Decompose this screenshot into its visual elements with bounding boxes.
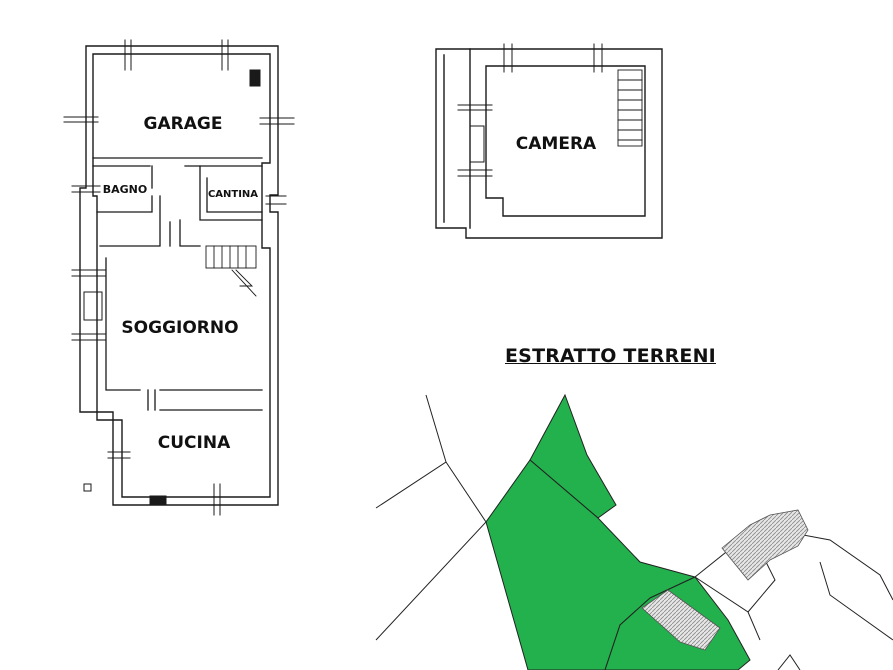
soggiorno-walls [105, 219, 263, 411]
room-label-soggiorno: SOGGIORNO [121, 318, 238, 338]
room-label-garage: GARAGE [144, 114, 223, 134]
room-label-cantina: CANTINA [208, 189, 258, 200]
building-hatched [641, 509, 809, 651]
room-label-camera: CAMERA [516, 134, 597, 154]
land-extract-title: ESTRATTO TERRENI [505, 345, 716, 367]
outer-walls [79, 45, 279, 506]
upper-floor-plan [435, 43, 663, 239]
upper-stairs-icon [617, 69, 643, 147]
bagno-walls [96, 165, 161, 247]
ground-floor-plan [63, 39, 295, 516]
land-extract-map [375, 393, 893, 670]
room-label-cucina: CUCINA [158, 433, 231, 453]
room-label-bagno: BAGNO [103, 183, 147, 196]
stairs-icon [205, 245, 257, 297]
upper-window-ticks [457, 43, 603, 177]
garage-wall [92, 157, 263, 167]
cantina-walls [199, 165, 263, 221]
window-ticks [63, 39, 295, 516]
